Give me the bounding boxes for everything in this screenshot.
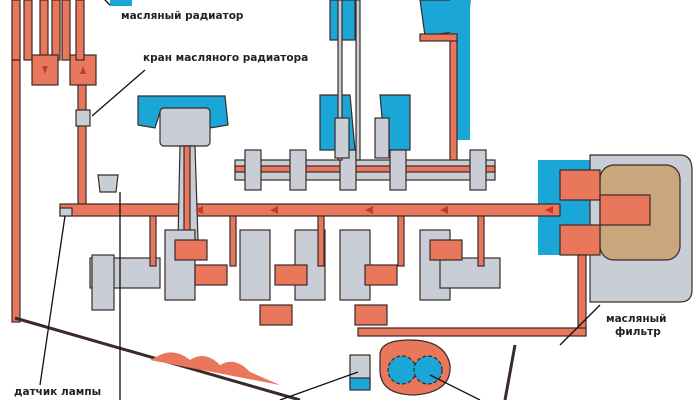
radiator-pipe-left-outer <box>11 0 21 61</box>
main-bearing <box>364 264 398 286</box>
camshaft-lobe <box>389 149 407 191</box>
flow-arrow-icon <box>365 206 373 214</box>
leader-line-pump <box>429 374 481 400</box>
leader-line-sensor <box>39 215 66 386</box>
piston <box>159 107 211 147</box>
relief-valve-base <box>349 377 371 391</box>
main-bearing <box>194 264 228 286</box>
main-bearing <box>274 264 308 286</box>
rod-oil-channel <box>183 145 191 241</box>
timing-gear <box>91 254 115 311</box>
label-oil-radiator: масляный радиатор <box>121 10 244 22</box>
camshaft-lobe <box>244 149 262 191</box>
leader-line-relief <box>279 371 359 400</box>
crank-web <box>239 229 271 301</box>
radiator-pipe-right-inner <box>51 0 61 61</box>
tappet <box>374 117 390 159</box>
drop-to-bearing <box>229 215 237 267</box>
oil-in-sump <box>150 352 280 385</box>
flow-arrow-icon <box>42 66 48 74</box>
tappet <box>334 117 350 159</box>
camshaft-lobe <box>469 149 487 191</box>
flow-arrow-icon <box>80 66 86 74</box>
gallery-to-head-pipe <box>449 39 458 166</box>
pump-outlet-pipe <box>357 327 587 337</box>
drop-to-bearing <box>397 215 405 267</box>
pump-gear-left <box>387 355 417 385</box>
pump-gear-right <box>413 355 443 385</box>
radiator-pipe-right-outer <box>39 0 49 61</box>
drop-to-bearing <box>317 215 325 267</box>
leader-line-filter <box>559 304 601 346</box>
leader-line-radiator <box>104 0 111 6</box>
radiator-pipe-far-left <box>61 0 71 61</box>
flow-arrow-icon <box>440 206 448 214</box>
flow-arrow-icon <box>545 206 553 214</box>
pushrod <box>337 0 343 161</box>
sensor-plug <box>59 207 73 217</box>
filter-core <box>599 194 651 226</box>
main-bearing <box>429 239 463 261</box>
label-oil-filter-line1: масляный <box>606 313 667 325</box>
drop-to-bearing <box>149 215 157 267</box>
camshaft-lobe <box>289 149 307 191</box>
pipe-to-valve <box>77 84 87 211</box>
label-oil-filter-line2: фильтр <box>615 326 661 338</box>
leader-line-valve <box>91 69 146 117</box>
head-pipe-top <box>419 33 458 42</box>
drop-to-bearing <box>477 215 485 267</box>
radiator-pipe-left-inner <box>23 0 33 61</box>
main-bearing <box>174 239 208 261</box>
return-pipe-left <box>11 59 21 323</box>
lamp-sensor <box>97 174 119 193</box>
label-oil-radiator-valve: кран масляного радиатора <box>143 52 309 64</box>
main-oil-gallery <box>59 203 561 217</box>
rod-bearing <box>259 304 293 326</box>
flow-arrow-icon <box>270 206 278 214</box>
pushrod <box>355 0 361 161</box>
crankshaft-tail <box>439 257 501 289</box>
label-lamp-sensor: датчик лампы <box>14 386 102 398</box>
block-water-jacket <box>319 94 411 151</box>
radiator-top-blue <box>110 0 132 6</box>
flow-arrow-icon <box>195 206 203 214</box>
filter-inlet <box>559 169 601 201</box>
radiator-valve <box>75 109 91 127</box>
rod-bearing <box>354 304 388 326</box>
filter-outlet <box>559 224 601 256</box>
camshaft-oil-channel <box>234 165 496 173</box>
radiator-pipe-far-right <box>75 0 85 61</box>
